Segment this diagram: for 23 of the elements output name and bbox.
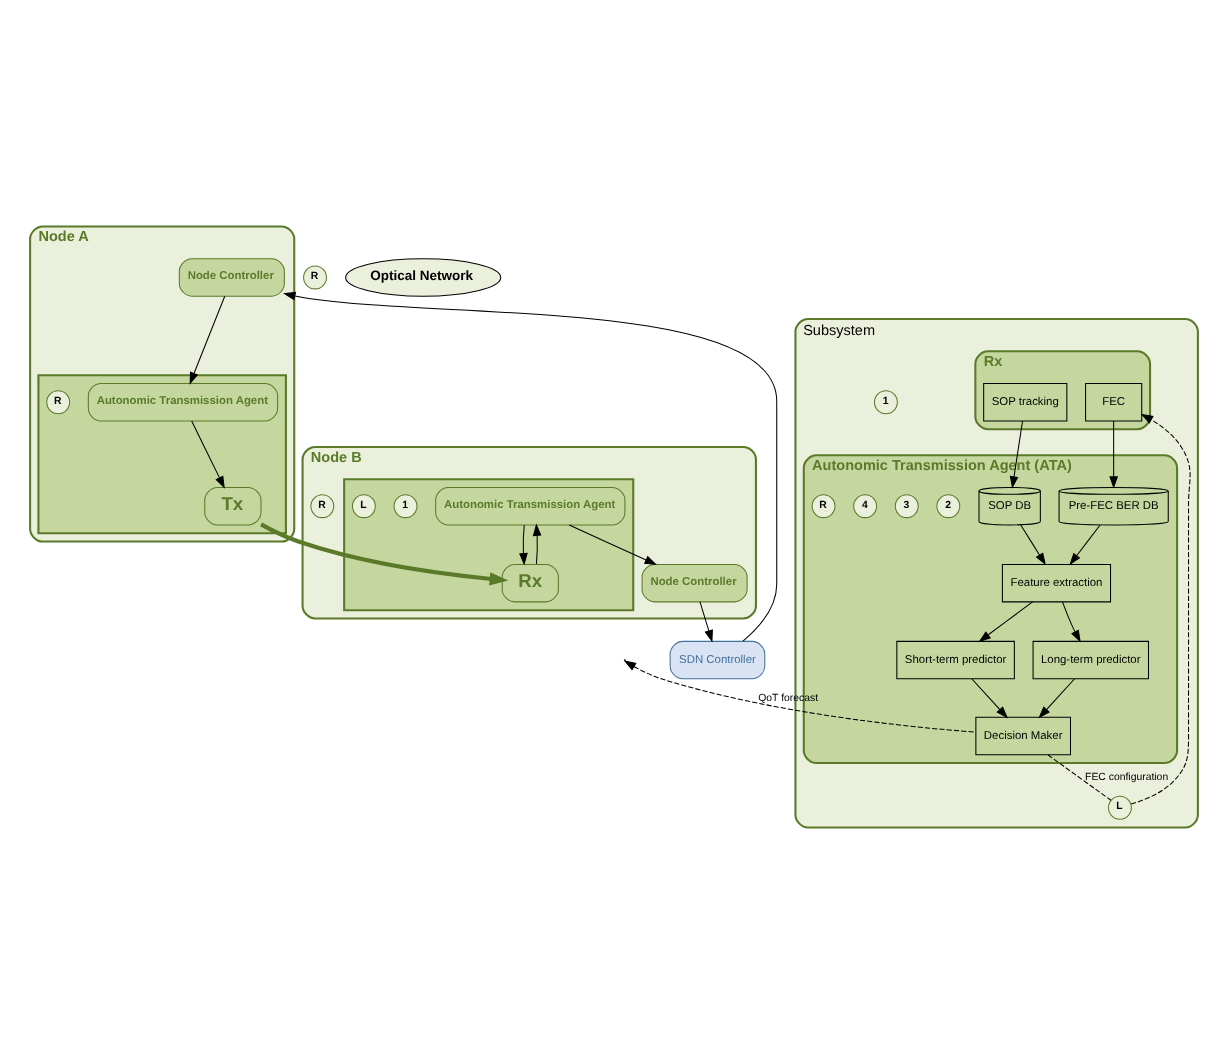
arrow [1069, 523, 1101, 565]
arrow [1038, 677, 1075, 718]
arrow [1020, 523, 1046, 565]
node-box: Tx [204, 485, 262, 525]
arrow [189, 294, 226, 384]
arrow [623, 659, 977, 732]
arrow [699, 600, 713, 642]
arrow [1109, 419, 1119, 488]
arrow [978, 600, 1034, 642]
arrow [532, 522, 542, 564]
arrow [260, 521, 509, 585]
arrow [191, 419, 225, 488]
arrow [283, 290, 778, 641]
arrow [568, 523, 658, 564]
arrow [971, 677, 1009, 718]
arrow [1130, 412, 1191, 804]
cluster [343, 477, 635, 611]
cluster [37, 373, 287, 534]
connector [1047, 753, 1112, 800]
arrow [1062, 600, 1081, 642]
arrow [1009, 419, 1024, 488]
node-box: Rx [501, 562, 559, 602]
arrow [519, 523, 528, 565]
